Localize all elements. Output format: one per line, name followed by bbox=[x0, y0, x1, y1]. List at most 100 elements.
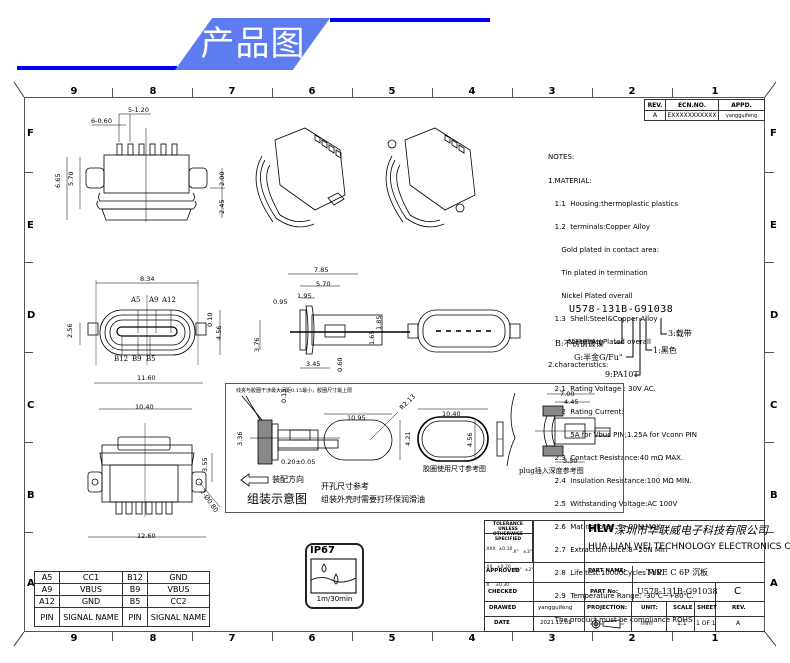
table-header-row: PIN SIGNAL NAME PIN SIGNAL NAME bbox=[34, 607, 210, 627]
assembly-caption: 组装示意图 bbox=[247, 492, 308, 506]
divider bbox=[584, 520, 585, 632]
col-tick bbox=[432, 632, 433, 641]
approved-label: APPROVED bbox=[486, 568, 520, 574]
row-tick bbox=[765, 352, 774, 353]
row-label-c: C bbox=[27, 400, 35, 411]
dim-side-lower: 1.65 bbox=[368, 330, 376, 345]
col-label-9: 9 bbox=[70, 86, 78, 97]
pin-label-a9: A9 bbox=[149, 296, 159, 304]
col-label-9-bottom: 9 bbox=[70, 633, 78, 644]
tolerance-line: .XXX ±0.10 bbox=[485, 547, 513, 552]
row-tick bbox=[765, 262, 774, 263]
divider bbox=[484, 601, 765, 602]
row-label-c-right: C bbox=[770, 400, 778, 411]
top-view-drawing bbox=[66, 113, 225, 222]
assembly-direction-label: 装配方向 bbox=[272, 475, 304, 484]
dim-plug-depth: 4.45 bbox=[564, 398, 579, 406]
signal-cell: GND bbox=[59, 595, 123, 608]
pin-cell: B12 bbox=[122, 571, 148, 584]
note-line: 2.1 Rating Voltage : 30V AC. bbox=[548, 384, 656, 393]
note-line: 2.7 Extraction force:8~20N Min bbox=[548, 546, 668, 555]
note-line: Nickel Plated overall bbox=[548, 292, 633, 301]
col-tick bbox=[112, 632, 113, 641]
col-label-8: 8 bbox=[149, 86, 157, 97]
code-legend-color: 1:黑色 bbox=[653, 346, 677, 355]
pin-header: PIN bbox=[122, 607, 148, 627]
sheet-value: 1 OF 1 bbox=[696, 620, 716, 627]
sheet-label: SHEET bbox=[697, 605, 717, 611]
side-view-drawing bbox=[259, 273, 410, 369]
row-tick bbox=[765, 532, 774, 533]
appd-value: yangguifeng bbox=[718, 110, 765, 121]
dim-assembly-gap: 0.15 bbox=[280, 388, 288, 403]
col-tick bbox=[352, 632, 353, 641]
divider bbox=[484, 616, 765, 617]
gasket-drawing bbox=[417, 408, 489, 462]
note-line: 1.2 terminals:Copper Alloy bbox=[548, 222, 651, 231]
tolerance-line: .X ±0.30 bbox=[485, 583, 510, 588]
tolerance-line: .XX ±0.20 bbox=[485, 565, 511, 570]
row-label-b: B bbox=[27, 490, 35, 501]
pin-header: PIN bbox=[34, 607, 60, 627]
rev-label: REV. bbox=[732, 605, 746, 611]
signal-cell: CC2 bbox=[147, 595, 210, 608]
divider bbox=[715, 582, 716, 632]
col-label-7: 7 bbox=[228, 86, 236, 97]
dim-overall-width: 11.60 bbox=[137, 374, 156, 382]
row-label-a: A bbox=[27, 578, 35, 589]
note-line: NOTES: bbox=[548, 153, 575, 162]
col-tick bbox=[272, 88, 273, 97]
pin-label-a5: A5 bbox=[131, 296, 141, 304]
note-line: 2.9 Temperature Range: -30℃~+80℃. bbox=[548, 592, 694, 601]
drawed-label: DRAWED bbox=[489, 605, 517, 611]
col-label-6: 6 bbox=[308, 86, 316, 97]
col-label-3-bottom: 3 bbox=[548, 633, 556, 644]
dim-gasket-height: 4.56 bbox=[466, 432, 474, 447]
col-tick bbox=[432, 88, 433, 97]
scale-value: 1:1 bbox=[677, 620, 687, 627]
appd-header: APPD. bbox=[718, 99, 765, 111]
note-line: 2.5 Withstanding Voltage:AC 100V bbox=[548, 500, 678, 509]
dim-height-body: 5.70 bbox=[67, 171, 75, 186]
pin-cell: A5 bbox=[34, 571, 60, 584]
dim-gasket-width: 10.40 bbox=[442, 410, 461, 418]
company-logo: HLW bbox=[588, 522, 615, 535]
tolerance-header: TOLERANCE UNLESS OTHERWISE SPECIFIED bbox=[484, 520, 532, 542]
dim-side-length: 7.85 bbox=[314, 266, 329, 274]
date-label: DATE bbox=[494, 620, 510, 626]
signal-cell: CC1 bbox=[59, 571, 123, 584]
row-label-e: E bbox=[27, 220, 34, 231]
col-tick bbox=[112, 88, 113, 97]
col-label-7-bottom: 7 bbox=[228, 633, 236, 644]
table-row: A12 GND B5 CC2 bbox=[34, 595, 210, 608]
gasket-side-drawing bbox=[496, 421, 504, 457]
pin-cell: B5 bbox=[122, 595, 148, 608]
unit-label: UNIT: bbox=[641, 605, 658, 611]
page-title: 产品图纸 bbox=[200, 24, 306, 112]
row-tick bbox=[24, 532, 33, 533]
tolerance-angular: .X° ±3° .XX° ±2° bbox=[512, 538, 534, 586]
header-line-left bbox=[17, 66, 177, 70]
date-value: 2021.12.01 bbox=[540, 620, 572, 626]
note-line: Gold plated in contact area: bbox=[548, 245, 660, 254]
row-label-d: D bbox=[27, 310, 36, 321]
water-drop-icon bbox=[310, 558, 357, 594]
code-legend-plating: G:半金G/Fu" bbox=[574, 353, 623, 362]
row-tick bbox=[765, 442, 774, 443]
dim-cutout-height: 4.21 bbox=[404, 431, 412, 446]
col-label-4: 4 bbox=[468, 86, 476, 97]
note-line: The product must be compliance ROHS bbox=[548, 615, 693, 624]
dim-side-lip: 0.95 bbox=[273, 298, 288, 306]
company-name-cn: 深圳市华联威电子科技有限公司 bbox=[614, 524, 768, 537]
col-label-5-bottom: 5 bbox=[388, 633, 396, 644]
pin-cell: A9 bbox=[34, 583, 60, 596]
row-label-f: F bbox=[27, 128, 34, 139]
dim-pitch: 5-1.20 bbox=[128, 106, 149, 114]
pin-label-b5: B5 bbox=[146, 355, 156, 363]
rev-value: A bbox=[644, 110, 666, 121]
pin-label-a12: A12 bbox=[162, 296, 176, 304]
pin-label-b9: B9 bbox=[132, 355, 142, 363]
dim-side-body: 5.70 bbox=[316, 280, 331, 288]
part-code: U578-131B-G91038 bbox=[569, 304, 674, 315]
note-line: 5A for Vbus PIN;1.25A for Vconn PIN bbox=[548, 430, 697, 439]
